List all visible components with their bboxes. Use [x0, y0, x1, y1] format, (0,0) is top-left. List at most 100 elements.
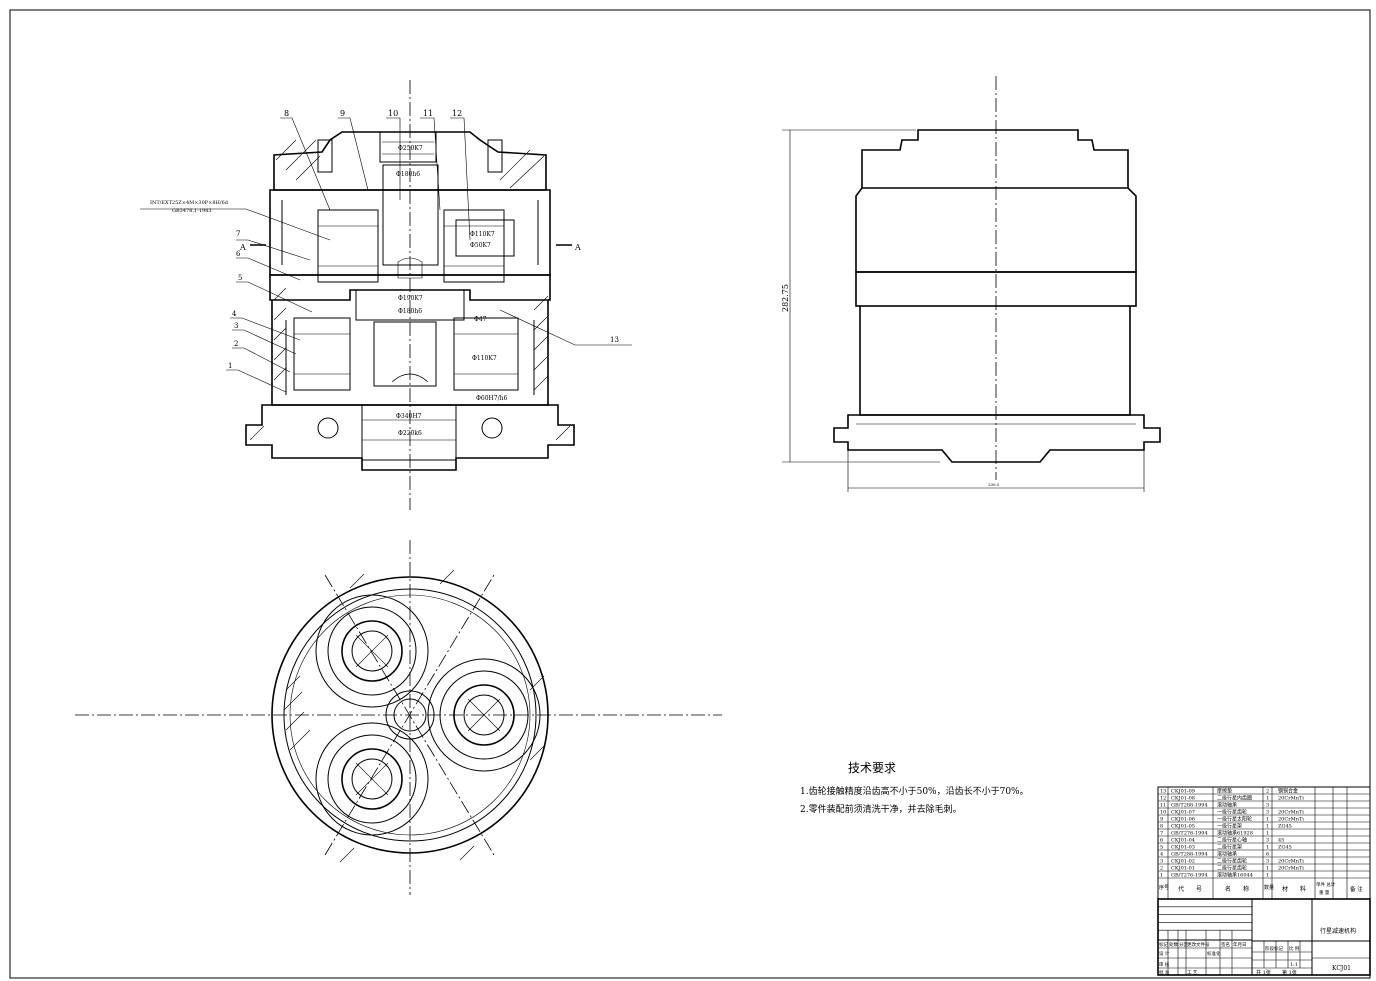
balloon-8: 8 [284, 109, 289, 118]
title-label-change-doc: 更改文件号 [1187, 941, 1210, 948]
balloon-1: 1 [228, 362, 232, 370]
title-label-zone: 分区 [1179, 941, 1188, 948]
balloon-2: 2 [234, 340, 238, 348]
tech-req-item: 2.零件装配前须清洗干净，并去除毛刺。 [800, 803, 962, 815]
bom-item-material: 45 [1278, 838, 1284, 844]
bom-item-no: 5 [1160, 845, 1163, 851]
bom-item-code: CKJ01-04 [1171, 838, 1195, 844]
bom-header-weight: 单件 总计 [1316, 881, 1336, 888]
bom-item-code: CKJ01-03 [1171, 845, 1195, 851]
title-label-count: 处数 [1169, 941, 1178, 948]
bom-item-no: 9 [1160, 817, 1163, 823]
bom-item-no: 6 [1160, 838, 1163, 844]
title-sheet-total: 共 1张 [1256, 969, 1271, 976]
bom-item-qty: 6 [1266, 852, 1269, 858]
bom-item-material: 20CrMnTi [1278, 866, 1304, 872]
tech-req-title: 技术要求 [848, 761, 896, 775]
balloon-7: 7 [236, 230, 240, 238]
title-label-mark: 标记 [1159, 941, 1168, 948]
bom-item-code: GB/T276-1994 [1171, 831, 1208, 837]
bom-item-no: 3 [1160, 859, 1163, 865]
fit-label: Φ60H7/h6 [476, 395, 507, 402]
title-sheet-no: 第 1张 [1282, 969, 1297, 976]
bom-item-name: 滚动轴承 [1217, 851, 1237, 858]
bom-item-name: 滚动轴承16044 [1217, 872, 1253, 879]
drawing-frame [9, 9, 1371, 979]
spline-note: INT/EXT25Z×4M×30P×8H/6d [150, 200, 229, 206]
bom-header-weight-label: 重 量 [1319, 889, 1330, 896]
bom-header-no: 序号 [1159, 884, 1169, 891]
fit-label: Φ110K7 [470, 231, 495, 238]
bom-item-code: GB/T288-1994 [1171, 803, 1208, 809]
bom-header-material: 材 料 [1282, 885, 1306, 893]
bom-item-code: GB/T276-1994 [1171, 873, 1208, 879]
title-label-design: 设 计 [1159, 950, 1170, 957]
bom-item-material: 钢铜合金 [1278, 788, 1298, 795]
section-mark-left: A [239, 243, 246, 252]
balloon-6: 6 [236, 250, 241, 258]
balloon-9: 9 [340, 109, 345, 118]
bom-item-material: 20CrMnTi [1278, 817, 1304, 823]
bom-item-code: CKJ01-01 [1171, 866, 1195, 872]
fit-label: Φ180h6 [396, 171, 420, 178]
bom-item-no: 7 [1160, 831, 1163, 837]
bom-item-no: 13 [1160, 789, 1166, 795]
title-label-sign: 签名 [1221, 941, 1230, 948]
title-scale: 1:1 [1290, 962, 1298, 968]
bom-item-material: ZG45 [1278, 845, 1292, 851]
bom-item-name: 二级行星架 [1217, 844, 1242, 851]
bom-item-material: ZG45 [1278, 824, 1292, 830]
bom-item-qty: 1 [1266, 831, 1269, 837]
bom-item-material: 20CrMnTi [1278, 810, 1304, 816]
bom-header-remark: 备 注 [1350, 885, 1363, 893]
title-label-ratio: 比 例 [1289, 945, 1300, 952]
side-elevation-view: 282.75 336.5 [781, 76, 1161, 492]
balloon-10: 10 [388, 109, 398, 118]
bom-item-name: 摩擦垫 [1217, 788, 1232, 795]
technical-requirements: 技术要求 1.齿轮接触精度沿齿高不小于50%，沿齿长不小于70%。 2.零件装配… [800, 761, 1029, 815]
fit-label: Φ110K7 [472, 355, 497, 362]
bom-item-name: 二级行星心轴 [1217, 837, 1247, 844]
bom-item-no: 8 [1160, 824, 1163, 830]
bom-item-qty: 1 [1266, 873, 1269, 879]
bom-item-name: 二级行星齿轮 [1217, 858, 1247, 865]
balloon-11: 11 [423, 109, 433, 118]
dimension-height: 282.75 [781, 284, 790, 312]
bom-item-no: 11 [1160, 803, 1166, 809]
bom-item-name: 滚动轴承 [1217, 802, 1237, 809]
bom-item-qty: 1 [1266, 824, 1269, 830]
bom-item-code: CKJ01-05 [1171, 824, 1195, 830]
bom-item-code: CKJ01-08 [1171, 796, 1195, 802]
bom-item-no: 12 [1160, 796, 1166, 802]
bom-item-name: 一级行星太阳轮 [1217, 816, 1252, 823]
fit-label: Φ340H7 [396, 413, 422, 420]
balloon-4: 4 [232, 310, 237, 318]
section-mark-right: A [574, 243, 581, 252]
dimension-width: 336.5 [988, 482, 1000, 487]
title-label-review: 审 核 [1159, 961, 1170, 968]
fit-label: Φ180h6 [398, 308, 422, 315]
bom-header-code: 代 号 [1178, 885, 1202, 893]
bom-item-qty: 1 [1266, 817, 1269, 823]
bom-item-code: CKJ01-07 [1171, 810, 1195, 816]
title-label-approve: 批 准 [1159, 969, 1170, 976]
bom-item-name: 滚动轴承61928 [1217, 830, 1253, 837]
bom-item-name: 一级行星齿轮 [1217, 809, 1247, 816]
bom-item-code: GB/T288-1994 [1171, 852, 1208, 858]
bom-item-qty: 1 [1266, 796, 1269, 802]
bom-item-name: 一级行星架 [1217, 823, 1242, 830]
title-label-date: 年月日 [1233, 941, 1247, 948]
bom-item-no: 2 [1160, 866, 1163, 872]
bom-item-material: 20CrMnTi [1278, 796, 1304, 802]
bom-item-qty: 3 [1266, 838, 1269, 844]
bom-item-qty: 3 [1266, 859, 1269, 865]
title-drawing-code: KCJ01 [1332, 965, 1351, 972]
balloon-5: 5 [238, 274, 242, 282]
balloon-3: 3 [234, 322, 238, 330]
bom-item-code: CKJ01-09 [1171, 789, 1195, 795]
bom-item-no: 10 [1160, 810, 1166, 816]
bom-item-qty: 3 [1266, 810, 1269, 816]
fit-label: Φ190K7 [398, 295, 423, 302]
spline-standard: GB3478.1-1983 [172, 208, 212, 214]
